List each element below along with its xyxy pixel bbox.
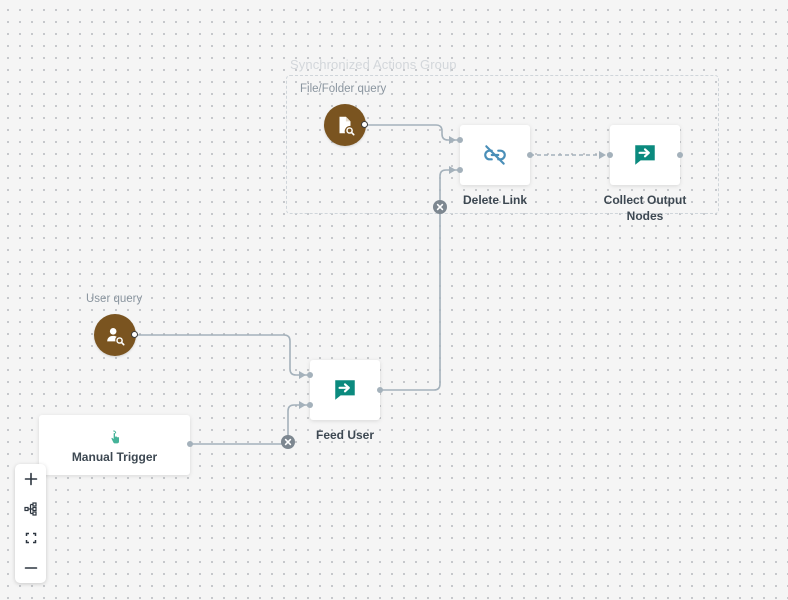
synchronized-actions-group[interactable] bbox=[286, 75, 719, 214]
fit-view-button[interactable] bbox=[15, 524, 46, 554]
arrowhead bbox=[299, 401, 306, 409]
collect-output-node[interactable] bbox=[610, 125, 680, 185]
user-search-icon bbox=[107, 328, 125, 346]
group-title: Synchronized Actions Group bbox=[290, 57, 457, 72]
zoom-controls bbox=[15, 464, 46, 583]
delete-link-label: Delete Link bbox=[462, 193, 528, 207]
unlink-icon bbox=[484, 145, 506, 165]
zoom-in-button[interactable] bbox=[15, 464, 46, 494]
user-query-output-port[interactable] bbox=[131, 331, 138, 338]
remove-edge-button[interactable] bbox=[433, 200, 447, 214]
manual-trigger-output-port[interactable] bbox=[187, 441, 193, 447]
edge-user-query-to-feed-user bbox=[135, 334, 310, 376]
collect-output-label: Collect Output Nodes bbox=[603, 193, 687, 223]
feed-user-input-port[interactable] bbox=[307, 402, 313, 408]
feed-user-output-port[interactable] bbox=[377, 387, 383, 393]
file-folder-query-node[interactable] bbox=[324, 104, 366, 146]
delete-link-input-port[interactable] bbox=[457, 167, 463, 173]
close-icon bbox=[284, 438, 292, 446]
arrowhead bbox=[299, 371, 306, 379]
touch-icon bbox=[111, 430, 119, 444]
file-folder-query-label: File/Folder query bbox=[300, 83, 387, 95]
zoom-out-button[interactable] bbox=[15, 553, 46, 583]
feed-user-input-port[interactable] bbox=[307, 372, 313, 378]
minus-icon bbox=[24, 567, 37, 569]
remove-edge-button[interactable] bbox=[281, 435, 295, 449]
tree-layout-icon bbox=[23, 502, 37, 516]
fullscreen-icon bbox=[25, 533, 36, 544]
file-search-icon bbox=[339, 116, 355, 136]
delete-link-output-port[interactable] bbox=[527, 152, 533, 158]
auto-layout-button[interactable] bbox=[15, 494, 46, 524]
user-query-node[interactable] bbox=[94, 314, 136, 356]
collect-output-output-port[interactable] bbox=[677, 152, 683, 158]
message-arrow-icon bbox=[335, 380, 355, 400]
delete-link-input-port[interactable] bbox=[457, 137, 463, 143]
user-query-label: User query bbox=[86, 293, 143, 305]
close-icon bbox=[436, 203, 444, 211]
plus-icon bbox=[24, 472, 37, 486]
feed-user-label: Feed User bbox=[315, 428, 375, 442]
feed-user-node[interactable] bbox=[310, 360, 380, 420]
delete-link-node[interactable] bbox=[460, 125, 530, 185]
file-folder-query-output-port[interactable] bbox=[361, 121, 368, 128]
message-arrow-icon bbox=[635, 145, 655, 165]
manual-trigger-node[interactable]: Manual Trigger bbox=[39, 415, 190, 475]
collect-output-input-port[interactable] bbox=[607, 152, 613, 158]
manual-trigger-label: Manual Trigger bbox=[71, 450, 158, 464]
